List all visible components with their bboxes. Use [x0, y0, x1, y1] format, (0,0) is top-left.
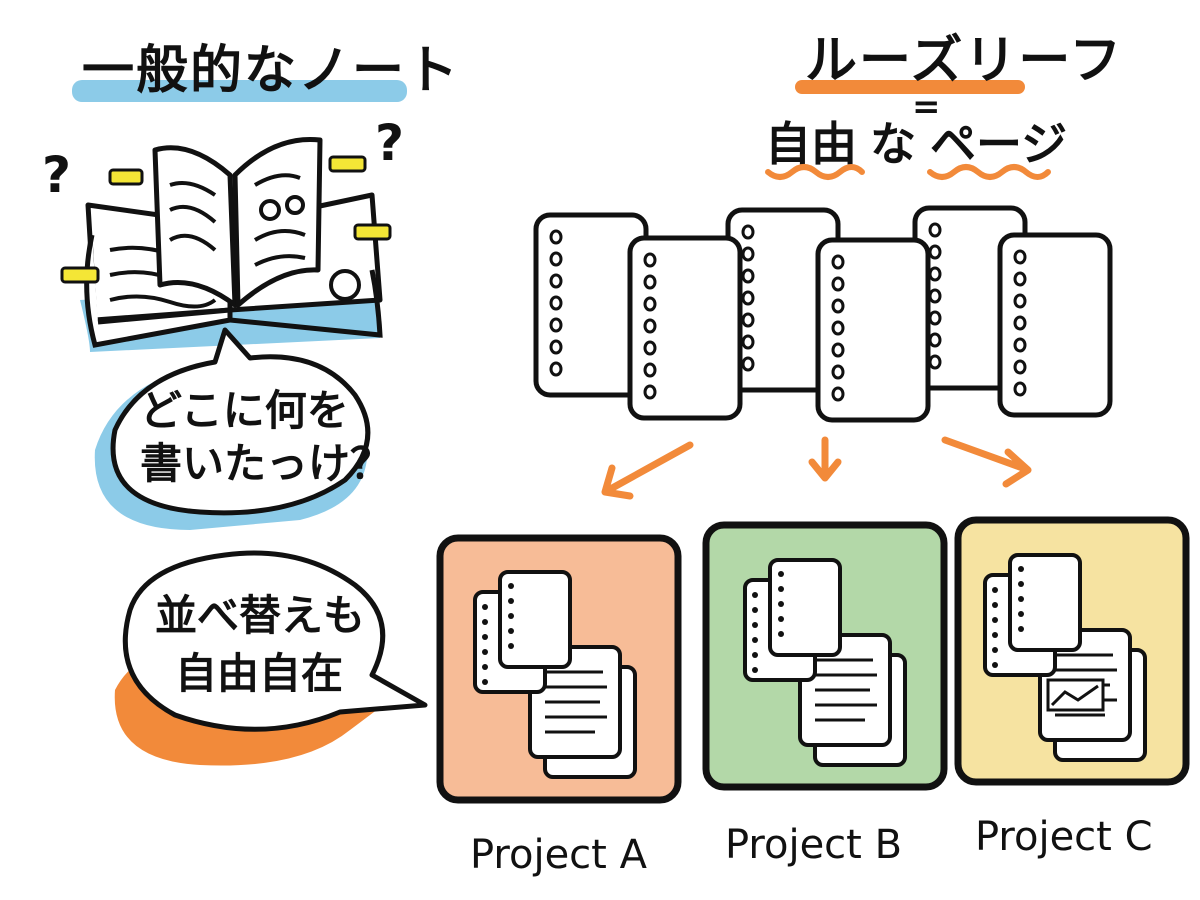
loose-leaf-page-icon [818, 240, 928, 420]
bottom-bubble-line-2: 自由自在 [175, 649, 343, 698]
project-card-b [702, 521, 948, 791]
right-section: ルーズリーフ = 自由 な ページ [436, 31, 1190, 878]
bubble-line-2: 書いたっけ？ [140, 439, 392, 488]
equals-sign: = [912, 87, 941, 127]
bubble-line-1: どこに何を [140, 386, 349, 435]
project-label-b: Project B [725, 822, 902, 868]
subtitle-free: 自由 [765, 117, 857, 171]
subtitle-na: な [870, 117, 916, 171]
arrow-icon [941, 436, 1032, 488]
subtitle-wavy-underline-1 [765, 164, 865, 180]
left-title: 一般的なノート [82, 41, 460, 101]
right-title-underline [795, 80, 1025, 94]
arrow-icon [601, 441, 694, 500]
subtitle-page: ページ [930, 117, 1067, 171]
sticky-note-icon [108, 168, 144, 186]
sticky-note-icon [60, 266, 100, 284]
chart-icon [1046, 678, 1105, 712]
question-mark-right: ? [375, 114, 404, 172]
sticky-note-icon [328, 155, 367, 173]
question-mark-left: ? [42, 146, 71, 204]
sticky-note-icon [353, 223, 392, 241]
left-title-underline [72, 80, 407, 102]
left-section: 一般的なノート ? ? [42, 41, 460, 530]
distribution-arrows [601, 436, 1032, 500]
arrow-icon [808, 436, 842, 482]
subtitle-wavy-underline-2 [927, 164, 1051, 180]
bottom-bubble-line-1: 並べ替えも [155, 591, 365, 640]
loose-leaf-page-icon [1000, 235, 1110, 415]
rearrange-speech-bubble: 並べ替えも 自由自在 [114, 550, 428, 766]
project-label-a: Project A [470, 832, 648, 878]
loose-leaf-page-icon [630, 238, 740, 418]
loose-leaf-pages [536, 208, 1110, 420]
notebook-icon [60, 136, 392, 352]
right-title: ルーズリーフ [805, 31, 1123, 91]
question-speech-bubble: どこに何を 書いたっけ？ [94, 327, 392, 530]
project-label-c: Project C [975, 814, 1153, 860]
project-card-a [436, 534, 682, 804]
project-card-c [954, 516, 1190, 786]
